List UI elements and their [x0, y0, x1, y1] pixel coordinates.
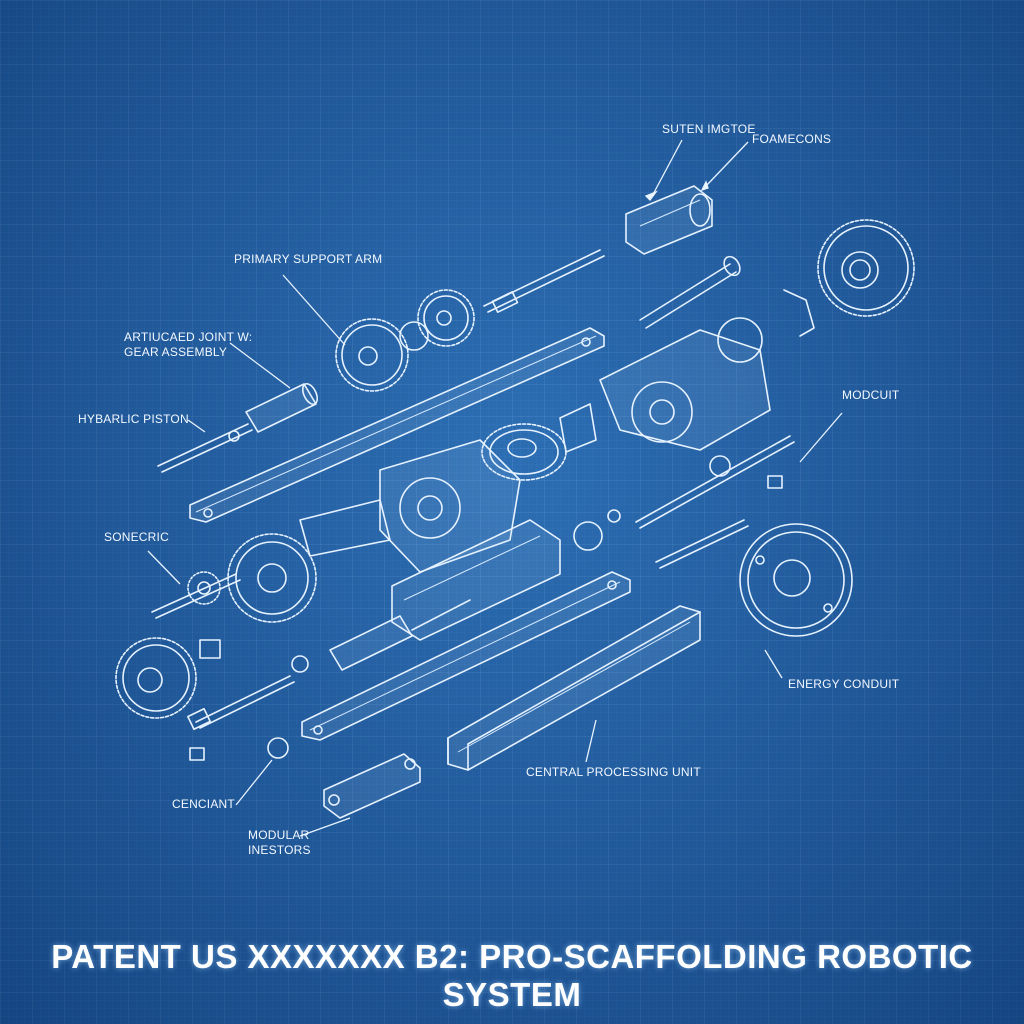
leader-suten-imgtoe [649, 139, 683, 201]
leader-sonecric [147, 550, 181, 585]
leader-energy-conduit [764, 649, 783, 679]
central-joint-housing [299, 439, 521, 573]
lower-support-rail [301, 571, 631, 741]
center-carriage [391, 519, 603, 641]
label-cenciant: CENCIANT [172, 797, 235, 811]
label-primary-support-arm: PRIMARY SUPPORT ARM [234, 252, 383, 266]
label-central-processing-unit: CENTRAL PROCESSING UNIT [526, 765, 701, 779]
leader-primary-support-arm [282, 274, 346, 346]
label-energy-conduit: ENERGY CONDUIT [788, 677, 900, 691]
leader-modular-inestors [299, 817, 351, 837]
label-hydraulic-piston: HYBARLIC PISTON [78, 412, 189, 426]
upper-thin-rod [483, 249, 605, 314]
leader-hydraulic-piston [187, 419, 206, 433]
label-suten-imgtoe: SUTEN IMGTOE [662, 122, 756, 136]
label-articulated-joint: ARTIUCAED JOINT W: GEAR ASSEMBLY [124, 330, 253, 359]
leader-modcuit [799, 412, 843, 463]
left-shaft [151, 573, 241, 619]
leader-central-processing-unit [585, 719, 597, 763]
label-foamecons: FOAMECONS [752, 132, 832, 146]
top-motor-housing [625, 185, 713, 255]
leader-cenciant [235, 759, 273, 806]
leader-foamecons [705, 141, 749, 187]
middle-right-shaft [635, 435, 795, 529]
label-sonecric: SONECRIC [104, 530, 169, 544]
modular-connector-part [323, 753, 421, 819]
small-hardware [189, 289, 815, 761]
leader-articulated-joint [229, 342, 291, 389]
lower-right-pin [655, 519, 749, 569]
large-gear-right [817, 219, 915, 317]
label-modcuit: MODCUIT [842, 388, 900, 402]
hydraulic-piston-part [157, 382, 319, 473]
lower-left-shaft [187, 675, 295, 731]
large-plate-right [739, 523, 853, 637]
lower-left-gear [115, 637, 197, 719]
right-joint-housing [599, 317, 771, 451]
bracket-small [559, 403, 597, 453]
small-gear-left [187, 571, 221, 605]
mid-cylinder [329, 599, 471, 671]
upper-support-rail [189, 327, 605, 523]
upper-gear-pair [335, 289, 475, 392]
patent-title: PATENT US XXXXXXX B2: PRO-SCAFFOLDING RO… [51, 938, 973, 1013]
channel-beam [447, 605, 701, 771]
leader-lines [147, 139, 843, 837]
left-ring-gear [227, 533, 317, 623]
label-modular-inestors: MODULAR INESTORS [248, 828, 311, 857]
upper-right-shaft [639, 255, 741, 329]
